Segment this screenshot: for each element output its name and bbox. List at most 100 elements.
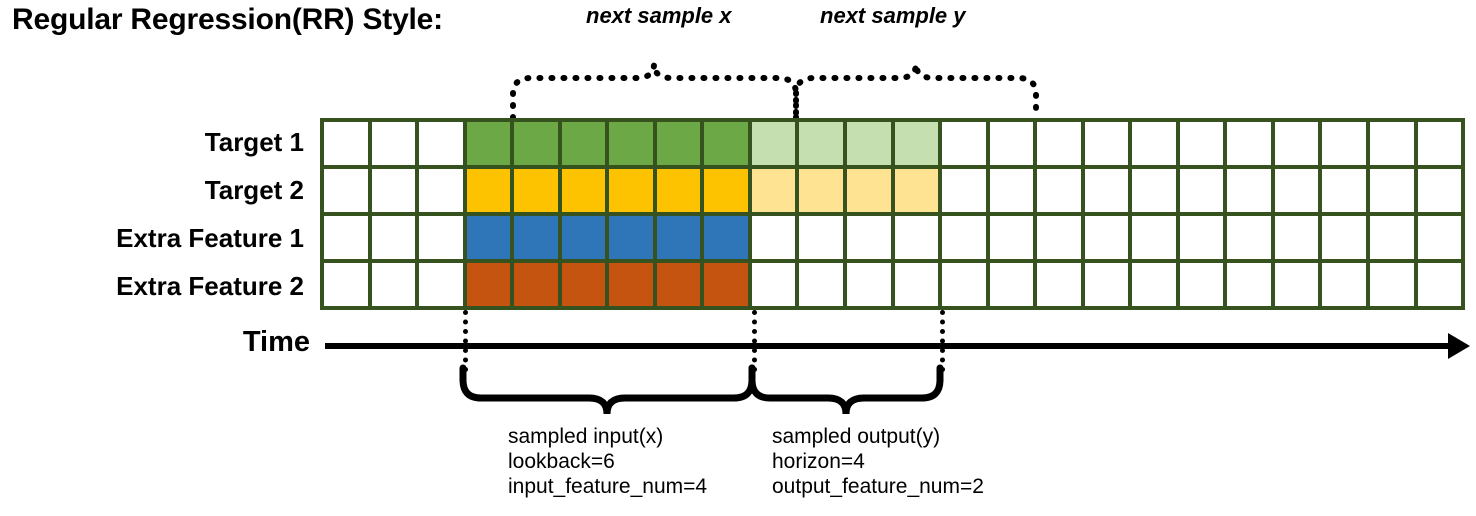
grid-cell bbox=[656, 216, 705, 259]
next-sample-y-label: next sample y bbox=[820, 3, 966, 28]
grid-cell bbox=[1227, 263, 1275, 306]
grid-cell bbox=[704, 263, 752, 306]
time-axis-label: Time bbox=[242, 326, 310, 358]
grid-cell bbox=[1132, 216, 1180, 259]
time-axis-line bbox=[325, 343, 1465, 349]
sampled-output-horizon: horizon=4 bbox=[772, 450, 865, 473]
grid-cell bbox=[1084, 169, 1133, 212]
grid-cell bbox=[609, 169, 657, 212]
brace-next-sample-x bbox=[510, 63, 799, 121]
grid-cell bbox=[466, 216, 515, 259]
grid-cell bbox=[1322, 169, 1371, 212]
grid-cell bbox=[466, 122, 515, 165]
grid-cell bbox=[1274, 263, 1323, 306]
grid-cell bbox=[324, 122, 372, 165]
grid-cell bbox=[466, 169, 515, 212]
grid-cell bbox=[371, 263, 420, 306]
grid-cell bbox=[751, 263, 800, 306]
grid-cell bbox=[609, 263, 657, 306]
grid-cell bbox=[561, 122, 610, 165]
grid-cell bbox=[847, 263, 895, 306]
grid-cell bbox=[847, 169, 895, 212]
grid-cell bbox=[656, 122, 705, 165]
grid-cell bbox=[1227, 216, 1275, 259]
grid-cell bbox=[1417, 122, 1462, 165]
grid-cell bbox=[371, 122, 420, 165]
grid-cell bbox=[609, 216, 657, 259]
grid-cell bbox=[371, 169, 420, 212]
grid-row-3 bbox=[324, 216, 1462, 263]
grid-cell bbox=[656, 263, 705, 306]
brace-sampled-input bbox=[459, 364, 756, 415]
grid-cell bbox=[751, 169, 800, 212]
row-label-target-2: Target 2 bbox=[204, 175, 304, 205]
grid-row-2 bbox=[324, 169, 1462, 216]
grid-cell bbox=[989, 169, 1038, 212]
grid-cell bbox=[514, 169, 562, 212]
grid-cell bbox=[656, 169, 705, 212]
grid-cell bbox=[1179, 122, 1228, 165]
grid-cell bbox=[942, 169, 990, 212]
sampled-input-lookback: lookback=6 bbox=[508, 450, 615, 473]
grid-cell bbox=[561, 263, 610, 306]
grid-cell bbox=[1370, 122, 1418, 165]
grid-cell bbox=[1274, 216, 1323, 259]
timeseries-grid bbox=[320, 118, 1465, 310]
grid-cell bbox=[514, 122, 562, 165]
grid-cell bbox=[1037, 169, 1085, 212]
grid-cell bbox=[1179, 263, 1228, 306]
brace-next-sample-y bbox=[793, 63, 1039, 121]
grid-cell bbox=[704, 169, 752, 212]
sampled-output-title: sampled output(y) bbox=[772, 425, 941, 448]
grid-cell bbox=[1227, 122, 1275, 165]
guide-line-input-start bbox=[463, 310, 468, 372]
grid-cell bbox=[751, 216, 800, 259]
grid-cell bbox=[1274, 122, 1323, 165]
grid-cell bbox=[1274, 169, 1323, 212]
grid-cell bbox=[989, 263, 1038, 306]
grid-cell bbox=[1370, 169, 1418, 212]
grid-cell bbox=[371, 216, 420, 259]
grid-cell bbox=[799, 169, 848, 212]
row-label-column: Target 1 Target 2 Extra Feature 1 Extra … bbox=[0, 118, 312, 310]
sampled-input-feature-num: input_feature_num=4 bbox=[508, 475, 708, 498]
guide-line-output-end bbox=[940, 310, 945, 372]
grid-cell bbox=[942, 122, 990, 165]
grid-cell bbox=[894, 169, 943, 212]
grid-cell bbox=[609, 122, 657, 165]
grid-cell bbox=[847, 216, 895, 259]
grid-cell bbox=[324, 263, 372, 306]
grid-cell bbox=[1132, 169, 1180, 212]
grid-cell bbox=[1084, 263, 1133, 306]
grid-cell bbox=[1417, 216, 1462, 259]
grid-cell bbox=[419, 216, 467, 259]
grid-cell bbox=[561, 169, 610, 212]
grid-cell bbox=[466, 263, 515, 306]
grid-cell bbox=[1037, 216, 1085, 259]
grid-cell bbox=[1322, 216, 1371, 259]
time-axis-arrow-icon bbox=[1448, 333, 1470, 359]
sampled-output-caption: sampled output(y) horizon=4 output_featu… bbox=[772, 424, 984, 499]
grid-cell bbox=[514, 216, 562, 259]
grid-cell bbox=[1037, 263, 1085, 306]
next-sample-x-label: next sample x bbox=[586, 3, 732, 28]
grid-cell bbox=[1132, 122, 1180, 165]
brace-sampled-output bbox=[748, 364, 944, 415]
grid-cell bbox=[1179, 169, 1228, 212]
grid-cell bbox=[1084, 216, 1133, 259]
grid-cell bbox=[514, 263, 562, 306]
guide-line-input-end bbox=[752, 310, 757, 372]
grid-cell bbox=[1084, 122, 1133, 165]
grid-cell bbox=[1370, 263, 1418, 306]
page-title: Regular Regression(RR) Style: bbox=[12, 3, 443, 36]
grid-row-1 bbox=[324, 122, 1462, 169]
grid-cell bbox=[1417, 169, 1462, 212]
grid-row-4 bbox=[324, 263, 1462, 306]
grid-cell bbox=[704, 122, 752, 165]
grid-cell bbox=[989, 216, 1038, 259]
grid-cell bbox=[799, 216, 848, 259]
grid-cell bbox=[751, 122, 800, 165]
grid-cell bbox=[799, 263, 848, 306]
top-dotted-braces bbox=[510, 63, 1039, 121]
grid-cell bbox=[1417, 263, 1462, 306]
